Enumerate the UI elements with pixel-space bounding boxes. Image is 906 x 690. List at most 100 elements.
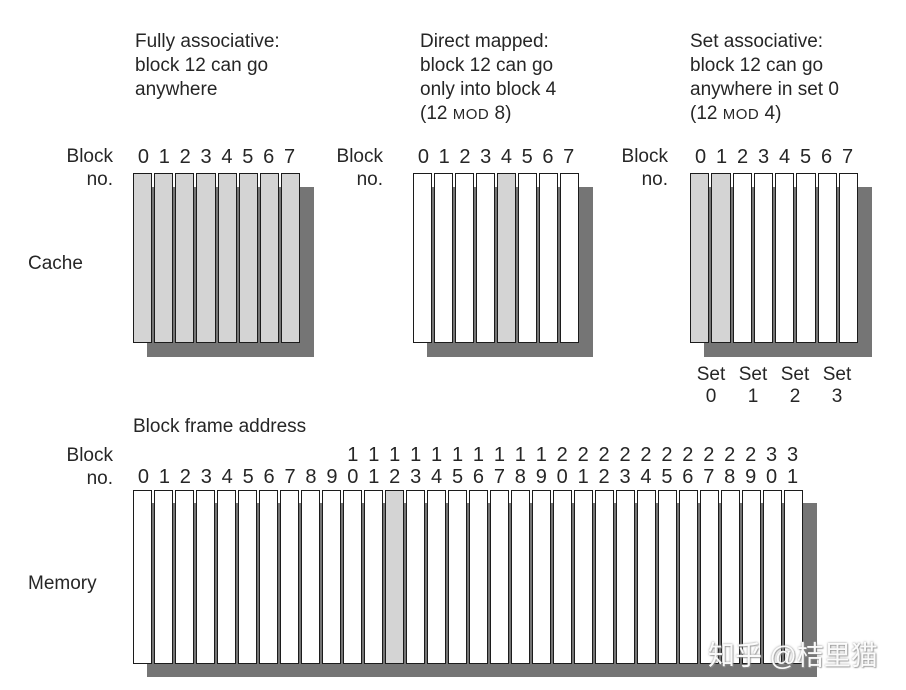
memory-block-number-tens: 1 xyxy=(368,444,380,466)
set-associative-block-6 xyxy=(817,173,837,343)
memory-block-number-tens: 2 xyxy=(682,444,694,466)
memory-block-number-ones: 5 xyxy=(451,466,464,488)
cache-block-number: 7 xyxy=(284,146,296,168)
memory-block-0 xyxy=(133,490,152,664)
memory-block-number-tens xyxy=(259,444,280,466)
memory-block-number-ones: 4 xyxy=(640,466,652,488)
memory-block-number-tens xyxy=(175,444,196,466)
cache-block-number: 1 xyxy=(438,146,450,168)
memory-block-2 xyxy=(175,490,194,664)
memory-block-6 xyxy=(259,490,278,664)
cache-block-number: 6 xyxy=(263,146,275,168)
memory-block-number-ones: 8 xyxy=(724,466,736,488)
memory-block-number-tens: 2 xyxy=(745,444,757,466)
memory-block-7 xyxy=(280,490,299,664)
memory-block-number-ones: 1 xyxy=(577,466,589,488)
memory-block-number-ones: 0 xyxy=(137,466,150,488)
memory-block-13 xyxy=(406,490,425,664)
memory-block-number-tens: 2 xyxy=(577,444,589,466)
direct-mapped-block-7 xyxy=(560,173,579,343)
direct-mapped-block-2 xyxy=(455,173,474,343)
set-number: 0 xyxy=(705,386,717,407)
memory-block-26 xyxy=(679,490,698,664)
memory-block-number-ones: 9 xyxy=(535,466,547,488)
set-associative-block-7 xyxy=(838,173,858,343)
fully-associative-block-0 xyxy=(133,173,153,343)
memory-block-number-tens: 1 xyxy=(431,444,443,466)
memory-block-number-tens: 1 xyxy=(410,444,422,466)
cache-block-number: 3 xyxy=(480,146,492,168)
no-label: no. xyxy=(86,468,113,489)
memory-block-5 xyxy=(238,490,257,664)
memory-block-number-tens: 1 xyxy=(514,444,526,466)
direct-mapped-block-0 xyxy=(413,173,432,343)
memory-block-10 xyxy=(343,490,362,664)
fully-associative-block-2 xyxy=(175,173,195,343)
memory-block-number-ones: 0 xyxy=(347,466,359,488)
memory-block-number-ones: 4 xyxy=(221,466,233,488)
fully-associative-block-6 xyxy=(259,173,279,343)
cache-block-number: 6 xyxy=(820,146,833,168)
cache-block-number: 5 xyxy=(521,146,533,168)
set-associative-block-4 xyxy=(775,173,795,343)
memory-block-number-ones: 5 xyxy=(242,466,254,488)
memory-block-number-ones: 0 xyxy=(556,466,568,488)
fully-associative-block-5 xyxy=(238,173,258,343)
cache-block-number: 4 xyxy=(778,146,791,168)
block-label: Block xyxy=(336,146,383,167)
block-frame-address-label: Block frame address xyxy=(133,416,307,437)
memory-block-22 xyxy=(595,490,614,664)
memory-block-number-ones: 9 xyxy=(745,466,757,488)
memory-block-number-ones: 6 xyxy=(472,466,485,488)
memory-block-number-tens xyxy=(301,444,322,466)
memory-block-number-ones: 7 xyxy=(284,466,296,488)
memory-block-number-tens xyxy=(217,444,238,466)
cache-block-number: 3 xyxy=(200,146,212,168)
memory-block-number-tens xyxy=(133,444,154,466)
memory-block-number-ones: 9 xyxy=(326,466,338,488)
memory-block-28 xyxy=(721,490,740,664)
set-associative-block-1 xyxy=(711,173,731,343)
mod-operator: MOD xyxy=(722,106,760,123)
cache-block-number: 2 xyxy=(179,146,191,168)
memory-block-number-ones: 8 xyxy=(514,466,526,488)
block-no-label-cache2: Block no. xyxy=(283,145,383,191)
cache-block-number: 4 xyxy=(500,146,512,168)
cache-block-number: 1 xyxy=(158,146,170,168)
set-word: Set xyxy=(738,364,768,385)
memory-block-9 xyxy=(322,490,341,664)
memory-block-19 xyxy=(532,490,551,664)
memory-block-number-tens: 3 xyxy=(786,444,799,466)
memory-block-number-ones: 7 xyxy=(703,466,715,488)
direct-mapped-block-4 xyxy=(497,173,516,343)
cache-label: Cache xyxy=(28,253,83,274)
cache-box-fully-associative xyxy=(133,173,300,343)
memory-block-31 xyxy=(784,490,803,664)
memory-block-25 xyxy=(658,490,677,664)
set-associative-block-3 xyxy=(753,173,773,343)
direct-mapped-block-1 xyxy=(434,173,453,343)
cache-block-number: 7 xyxy=(841,146,854,168)
memory-block-3 xyxy=(196,490,215,664)
cache-block-number: 0 xyxy=(137,146,149,168)
memory-block-27 xyxy=(700,490,719,664)
no-label: no. xyxy=(641,169,668,190)
cache-block-number: 7 xyxy=(563,146,575,168)
set-associative-block-0 xyxy=(690,173,710,343)
direct-mapped-block-5 xyxy=(518,173,537,343)
set-word: Set xyxy=(822,364,852,385)
memory-block-number-tens: 1 xyxy=(493,444,505,466)
watermark: 知乎 @桔里猫 xyxy=(708,641,878,671)
set-word: Set xyxy=(696,364,726,385)
memory-label: Memory xyxy=(28,573,97,594)
memory-block-number-tens: 2 xyxy=(724,444,736,466)
fully-associative-block-4 xyxy=(217,173,237,343)
memory-block-8 xyxy=(301,490,320,664)
memory-block-12 xyxy=(385,490,404,664)
memory-block-number-ones: 2 xyxy=(389,466,401,488)
